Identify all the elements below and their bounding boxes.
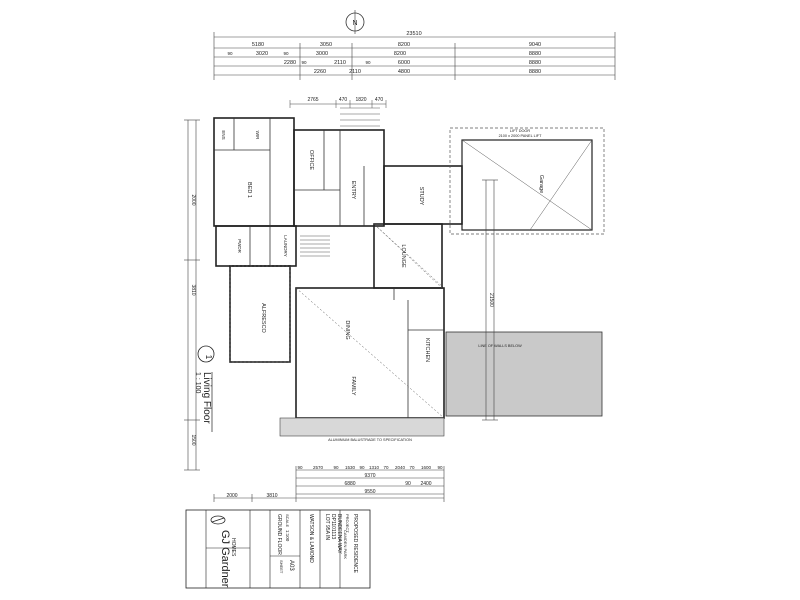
room-label-lounge: LOUNGE [400,244,406,268]
room-label-study: STUDY [418,187,424,206]
room-label-garage: Garage [538,175,544,193]
bottom-dim-1: 90 [297,465,303,470]
scale-value: 1:100 [285,530,290,542]
dim-top-r4-4: 8880 [529,69,541,75]
room-label-kitchen: KITCHEN [424,338,430,362]
sheet-no-label: SHEET [279,560,284,574]
side-dim-3: 21500 [488,293,494,307]
dim-top-r2-3: 8200 [394,51,406,57]
sheet-title: GROUND FLOOR [276,514,282,555]
room-label-bed: BED 1 [246,182,252,198]
room-label-wir: WIR [255,131,260,140]
room-label-ens: ENS [221,130,226,139]
garage-outline [449,127,605,235]
dim-top-r3-4: 8880 [529,60,541,66]
sheet-number: A03 [288,560,294,571]
room-label-pwdr: PWDR [237,239,242,253]
room-label-family: FAMILY [350,376,356,395]
dim-top-r4-1: 2260 [314,69,326,75]
room-label-office: OFFICE [308,150,314,170]
dim-upper-4: 470 [375,97,384,103]
bottom-dim-r2-1: 6880 [344,481,355,487]
company-sub: HOMES [230,538,236,557]
project-label: PROJECT [345,514,350,533]
dim-top-r1-4: 9040 [529,42,541,48]
house-walls [213,117,463,419]
company-name: GJ Gardner [219,530,231,588]
note-balustrade: ALUMINIUM BALUSTRADE TO SPECIFICATION [328,438,412,442]
client-name: WATSON & LAMOND [308,514,314,563]
bottom-left-dim-1: 2000 [226,493,237,499]
bottom-dim-10: 1600 [421,465,432,470]
side-dim-4: 1500 [190,434,196,445]
project-suburb: CAMDEN PARK [343,530,348,559]
bottom-dim-r2-3: 2400 [420,481,431,487]
bottom-left-dim-2: 3810 [266,493,277,499]
dim-upper-3: 1820 [355,97,366,103]
dim-top-r1-2: 3050 [320,42,332,48]
bottom-total-2: 9550 [364,489,375,495]
scale-label: SCALE [285,514,290,527]
bottom-dim-11: 90 [437,465,443,470]
dim-top-small-1: 90 [227,51,233,56]
bottom-dim-9: 70 [409,465,415,470]
room-label-alfresco: ALFRESCO [260,303,266,333]
side-dim-2: 3810 [190,284,196,295]
company-logo-icon [210,515,226,525]
top-dimensions [213,32,616,80]
bottom-dim-5: 90 [359,465,365,470]
dim-top-small-4: 90 [365,60,371,65]
note-panel-lift: 2100 x 2000 PANEL LIFT [499,134,543,138]
deck-areas [229,265,603,437]
dim-top-r3-1: 2280 [284,60,296,66]
bottom-dim-7: 70 [383,465,389,470]
project-name: PROPOSED RESIDENCE [352,514,358,574]
side-dim-1: 2000 [190,194,196,205]
project-street: BUNDEENA WAY [336,514,342,554]
room-label-dining: DINING [344,320,350,339]
bottom-dim-4: 1530 [345,465,356,470]
bottom-dim-2: 2570 [313,465,324,470]
dim-upper-1: 2765 [307,97,318,103]
bottom-dim-r2-2: 90 [405,481,411,487]
room-label-entry: ENTRY [350,181,356,200]
view-title-text: Living Floor [201,372,212,424]
view-number: 1 [204,355,213,360]
dim-top-small-2: 90 [283,51,289,56]
dim-top-r3-3: 6000 [398,60,410,66]
north-arrow-icon: N [345,10,365,34]
dim-top-r1-1: 5180 [252,42,264,48]
note-lift-door: LIFT DOOR [510,129,530,133]
dim-top-r3-2: 2110 [334,60,346,66]
dim-overall-top: 23510 [406,31,421,37]
dim-top-r2-1: 3020 [256,51,268,57]
note-line-of-walls: LINE OF WALLS BELOW [478,344,522,348]
dim-top-r2-4: 8880 [529,51,541,57]
dim-top-small-3: 90 [301,60,307,65]
dim-top-r2-2: 3000 [316,51,328,57]
project-lot: LOT 95A IN [324,514,330,540]
north-label: N [352,20,357,27]
dim-upper-2: 470 [339,97,348,103]
bottom-total-1: 9370 [364,473,375,479]
view-scale: 1 : 100 [194,372,201,394]
project-dp: DP1101113 [330,514,336,540]
dim-top-r4-2: 2110 [349,69,361,75]
dim-top-r4-3: 4800 [398,69,410,75]
bottom-dim-6: 1310 [369,465,380,470]
room-label-laundry: LAUNDRY [283,235,288,256]
bottom-dim-3: 90 [333,465,339,470]
title-block: GJ Gardner HOMES PROJECT PROPOSED RESIDE… [185,509,371,589]
bottom-dim-8: 2040 [395,465,406,470]
view-title: 1 Living Floor 1 : 100 [194,345,215,432]
dim-top-r1-3: 8200 [398,42,410,48]
